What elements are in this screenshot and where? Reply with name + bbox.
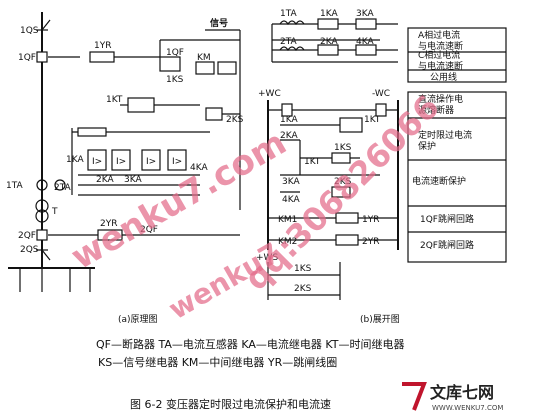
legend-line: 定时限过电流	[418, 129, 472, 141]
legend-line: A相过电流	[418, 29, 460, 41]
legend-line: 与电流速断	[418, 40, 463, 52]
legend-line: 源熔断器	[418, 104, 454, 116]
caption-b: (b)展开图	[360, 314, 400, 325]
label-r-1ta: 1TA	[280, 9, 298, 19]
label-r-ka4: 4KA	[282, 195, 300, 205]
legend-line: 2QF跳闸回路	[420, 239, 474, 251]
svg-text:I>: I>	[146, 157, 156, 167]
label-r-yr2: 2YR	[362, 237, 379, 247]
label-1qs: 1QS	[20, 26, 39, 36]
label-wc-pos: +WC	[258, 89, 281, 99]
label-1qf-aux: 1QF	[166, 48, 184, 58]
label-1qf: 1QF	[18, 53, 36, 63]
label-r-km2: KM2	[278, 237, 297, 247]
label-r-yr1: 1YR	[362, 215, 379, 225]
label-r-ks1: 1KS	[334, 143, 352, 153]
label-r-2ka: 2KA	[320, 37, 338, 47]
legend-item-c-phase: C相过电流与电流速断	[418, 49, 463, 72]
label-4ka: 4KA	[190, 163, 208, 173]
label-1ka: 1KA	[66, 155, 84, 165]
label-2ks: 2KS	[226, 115, 244, 125]
caption-a: (a)原理图	[118, 314, 158, 325]
label-r-ka1: 1KA	[280, 115, 298, 125]
svg-text:I>: I>	[116, 157, 126, 167]
label-2ka: 2KA	[96, 175, 114, 185]
legend-item-definite-time: 定时限过电流保护	[418, 129, 472, 152]
label-r-km1: KM1	[278, 215, 297, 225]
legend-line: 直流操作电	[418, 93, 463, 105]
legend-item-instantaneous: 电流速断保护	[412, 175, 466, 187]
label-1kt: 1KT	[106, 95, 123, 105]
label-t: T	[51, 207, 58, 217]
svg-text:I>: I>	[92, 157, 102, 167]
label-signal: 信号	[210, 17, 228, 29]
label-2yr: 2YR	[100, 219, 117, 229]
label-3ka: 3KA	[124, 175, 142, 185]
label-1ks: 1KS	[166, 75, 184, 85]
label-ws: +WS	[256, 253, 278, 263]
label-1yr: 1YR	[94, 41, 111, 51]
label-r-2ta: 2TA	[280, 37, 298, 47]
label-r-ks2: 2KS	[334, 177, 352, 187]
label-wc-neg: -WC	[372, 89, 390, 99]
label-ws-ks2: 2KS	[294, 284, 312, 294]
label-km: KM	[197, 53, 211, 63]
legend-line: 与电流速断	[418, 60, 463, 72]
label-r-ka2: 2KA	[280, 131, 298, 141]
schematic-left: I> I> I> I> 1QS 1QF 1YR 1QF 1KS 信号	[6, 12, 244, 325]
label-ws-ks1: 1KS	[294, 264, 312, 274]
legend-line: 电流速断保护	[412, 175, 466, 187]
label-r-kt1: 1KT	[364, 115, 381, 125]
legend-line: 保护	[418, 140, 436, 152]
corner-brand-text: 文库七网	[430, 383, 494, 402]
label-2qs: 2QS	[20, 245, 39, 255]
label-r-1ka: 1KA	[320, 9, 338, 19]
figure-caption: 图 6-2 变压器定时限过电流保护和电流速	[130, 397, 331, 411]
label-2ta: 2TA	[54, 183, 72, 193]
label-1ta: 1TA	[6, 181, 24, 191]
label-r-ka3: 3KA	[282, 177, 300, 187]
note-line-1: QF—断路器 TA—电流互感器 KA—电流继电器 KT—时间继电器	[96, 337, 405, 351]
legend-item-common: 公用线	[430, 71, 457, 83]
label-2qf: 2QF	[18, 231, 36, 241]
legend-item-2qf-trip: 2QF跳闸回路	[420, 239, 474, 251]
corner-brand-logo: 文库七网 WWW.WENKU7.COM	[402, 382, 503, 412]
svg-text:I>: I>	[172, 157, 182, 167]
legend-line: 1QF跳闸回路	[420, 213, 474, 225]
legend-line: C相过电流	[418, 49, 460, 61]
legend-item-1qf-trip: 1QF跳闸回路	[420, 213, 474, 225]
note-line-2: KS—信号继电器 KM—中间继电器 YR—跳闸线圈	[98, 355, 337, 369]
label-2qf-aux: 2QF	[140, 225, 158, 235]
legend-panel: A相过电流与电流速断 C相过电流与电流速断 公用线 直流操作电源熔断器 定时限过…	[407, 27, 507, 263]
expanded-right: 1TA 1KA 3KA 2TA 2KA 4KA +WC -WC 1KA 1KT …	[256, 9, 400, 325]
legend-line: 公用线	[430, 71, 457, 83]
label-r-3ka: 3KA	[356, 9, 374, 19]
corner-brand-url: WWW.WENKU7.COM	[432, 404, 503, 412]
label-r-kt1b: 1KT	[304, 157, 321, 167]
label-r-4ka: 4KA	[356, 37, 374, 47]
legend-item-a-phase: A相过电流与电流速断	[418, 29, 463, 52]
legend-item-dc-fuse: 直流操作电源熔断器	[418, 93, 463, 116]
